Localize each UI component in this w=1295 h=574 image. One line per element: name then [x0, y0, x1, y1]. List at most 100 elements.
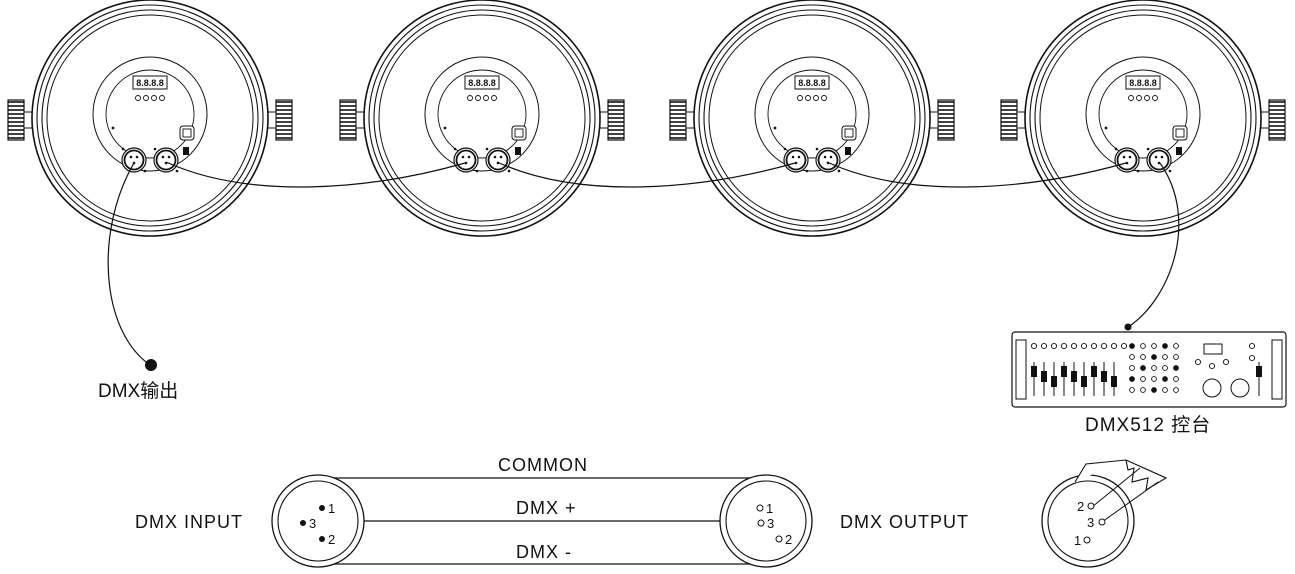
- dmx-cable-chain: [107, 161, 1180, 366]
- console-fader-knob: [1041, 371, 1047, 382]
- cable-to-dmx-output-terminal: [107, 162, 151, 366]
- xlr-pin: [797, 155, 801, 159]
- console-button: [1162, 376, 1168, 382]
- fixture-dmx-out-xlr: [153, 147, 179, 173]
- fixture-screw: [1104, 126, 1108, 130]
- xlr-face: [455, 149, 477, 171]
- fixture-display-readout: 8.8.8.8: [798, 78, 826, 88]
- console-button: [1129, 376, 1135, 382]
- fixture-menu-button: [1144, 95, 1150, 101]
- xlr-detail-wire-b: [1101, 481, 1159, 523]
- console-fader-knob: [1061, 366, 1067, 377]
- xlr-mount-screw: [1146, 147, 1150, 151]
- cable-to-console: [1127, 162, 1180, 328]
- console-fader-knob: [1031, 366, 1037, 377]
- xlr-mount-screw: [453, 147, 457, 151]
- fixture-menu-button: [151, 95, 157, 101]
- console-button: [1162, 343, 1168, 349]
- xlr-face: [785, 149, 807, 171]
- console-button: [1050, 342, 1058, 350]
- console-fader-knob: [1091, 366, 1097, 377]
- console-button: [1140, 365, 1146, 371]
- console-button: [1070, 342, 1078, 350]
- fixture-dmx-out-xlr: [485, 147, 511, 173]
- fixture-menu-button: [159, 95, 165, 101]
- fixture-display: [1125, 75, 1161, 90]
- fixture-left-knob: [339, 99, 357, 141]
- fixture-dmx-out-xlr: [1146, 147, 1172, 173]
- xlr-face: [817, 149, 839, 171]
- console-fader-knob: [1071, 371, 1077, 382]
- console-buttons: [1030, 342, 1256, 393]
- xlr-mount-screw: [121, 147, 125, 151]
- console-button: [1162, 387, 1168, 393]
- fixture-inner-panel: [105, 69, 195, 159]
- dmx-plus-label: DMX +: [516, 498, 577, 518]
- fixture-power-socket: [1175, 128, 1185, 138]
- fixture-fuse: [515, 147, 521, 155]
- console-fader-knob: [1256, 366, 1262, 377]
- xlr-mount-screw: [805, 169, 809, 173]
- common-label: COMMON: [498, 455, 588, 475]
- console-button: [1090, 342, 1098, 350]
- console-jog-wheel-right: [1230, 378, 1250, 398]
- fixture-4: 8.8.8.8: [1000, 0, 1286, 237]
- fixture-menu-button: [1136, 95, 1142, 101]
- fixture-inner-panel: [767, 69, 857, 159]
- console-button: [1173, 343, 1179, 349]
- fixture-screw: [773, 126, 777, 130]
- fixture-power-socket: [844, 128, 854, 138]
- xlr-pin: [461, 155, 465, 159]
- input-pin-2-dot: [319, 536, 325, 542]
- xlr-mount-screw: [1136, 169, 1140, 173]
- fixture-left-knob: [669, 99, 687, 141]
- xlr-mount-screw: [175, 169, 179, 173]
- console-button: [1222, 358, 1230, 366]
- xlr-detail-wire-a: [1091, 467, 1141, 508]
- fixture-display: [464, 75, 500, 90]
- fixture-dmx-in-xlr: [121, 147, 147, 173]
- output-pin-1-number: 1: [766, 501, 773, 516]
- fixture-right-bracket: [267, 111, 277, 129]
- xlr-mount-screw: [475, 169, 479, 173]
- console-button: [1120, 342, 1128, 350]
- fixture-menu-button: [805, 95, 811, 101]
- fixture-inner-panel: [437, 69, 527, 159]
- input-pin-1-number: 1: [328, 501, 335, 516]
- fixture-menu-button: [467, 95, 473, 101]
- dmx-output-terminal-label: DMX输出: [98, 381, 179, 402]
- xlr-output-inner-ring: [725, 480, 807, 562]
- xlr-mount-screw: [485, 147, 489, 151]
- fixture-right-bracket: [929, 111, 939, 129]
- dmx-minus-label: DMX -: [516, 542, 572, 562]
- fixture-display: [132, 75, 168, 90]
- console-fader-knob: [1051, 376, 1057, 387]
- console-button: [1060, 342, 1068, 350]
- detail-pin-1-number: 1: [1074, 533, 1081, 548]
- xlr-detail-inner-ring: [1047, 480, 1129, 562]
- fixture-menu-button: [813, 95, 819, 101]
- fixture-menu-button: [821, 95, 827, 101]
- console-button: [1208, 362, 1216, 370]
- detail-pin-2-number: 2: [1077, 499, 1084, 514]
- cable-fixture3-to-fixture4: [826, 161, 1127, 188]
- dmx-output-terminal-dot: [145, 359, 157, 371]
- output-pin-2-socket: [775, 535, 783, 543]
- console-button: [1140, 343, 1146, 349]
- console-jog-wheel-left: [1202, 378, 1222, 398]
- xlr-mount-screw: [783, 147, 787, 151]
- xlr-mount-screw: [1168, 169, 1172, 173]
- console-fader-knob: [1111, 376, 1117, 387]
- xlr-mount-screw: [153, 147, 157, 151]
- fixture-screw: [443, 126, 447, 130]
- fixture-right-knob: [937, 99, 955, 141]
- console-button: [1030, 342, 1038, 350]
- output-pin-3-socket: [757, 519, 765, 527]
- console-button: [1173, 354, 1179, 360]
- fixture-menu-button: [797, 95, 803, 101]
- xlr-mount-screw: [815, 147, 819, 151]
- console-button: [1162, 354, 1168, 360]
- xlr-pin: [1160, 155, 1164, 159]
- xlr-face: [1116, 149, 1138, 171]
- fixture-right-knob: [607, 99, 625, 141]
